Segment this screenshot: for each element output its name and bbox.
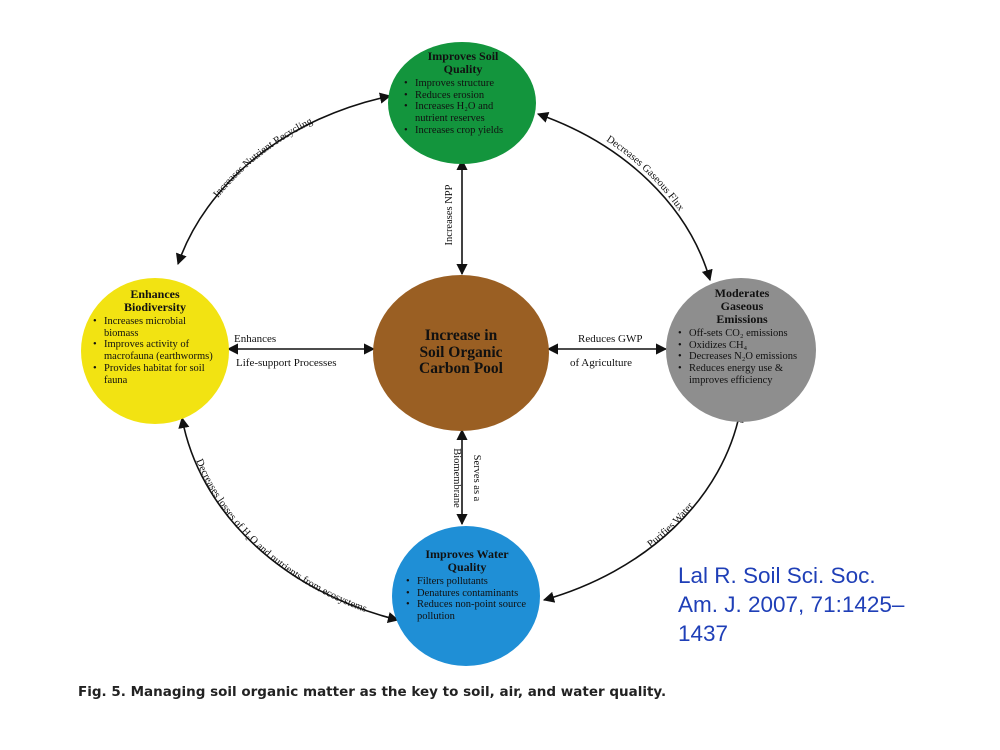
right-title-line2: Gaseous — [720, 298, 764, 313]
right-bullet: Decreases N₂O emissions — [678, 351, 806, 363]
center-title-line1: Increase in — [424, 326, 498, 344]
left-bullet: Provides habitat for soil fauna — [93, 363, 217, 387]
arc-top-left — [176, 92, 392, 266]
arc-top-right — [536, 112, 713, 282]
bottom-bullet: Denatures contaminants — [406, 588, 528, 600]
left-bullet-list: Increases microbial biomass Improves act… — [93, 316, 217, 387]
bottom-title-line1: Improves Water — [425, 547, 509, 561]
node-top-soil-quality: Improves Soil Quality Improves structure… — [388, 42, 536, 164]
left-bullet: Improves activity of macrofauna (earthwo… — [93, 339, 217, 363]
left-title-line1: Enhances — [130, 287, 180, 301]
bottom-title-line2: Quality — [447, 559, 487, 574]
label-arc-bottom-right-text: Purifies Water — [646, 501, 697, 551]
top-bullet-list: Improves structure Reduces erosion Incre… — [404, 78, 522, 137]
citation: Lal R. Soil Sci. Soc. Am. J. 2007, 71:14… — [678, 562, 968, 648]
right-bullet: Reduces energy use & improves efficiency — [678, 363, 806, 387]
label-center-left-line2: Life-support Processes — [236, 357, 337, 369]
label-center-bottom-line1: Serves as a — [471, 455, 482, 502]
bottom-bullet-list: Filters pollutants Denatures contaminant… — [406, 576, 528, 623]
top-bullet: Reduces erosion — [404, 90, 522, 102]
bottom-bullet: Reduces non-point source pollution — [406, 599, 528, 623]
arc-bottom-right — [542, 410, 744, 603]
figure-caption: Fig. 5. Managing soil organic matter as … — [78, 684, 667, 700]
top-title-line2: Quality — [443, 61, 483, 76]
top-bullet: Increases crop yields — [404, 125, 522, 137]
citation-line: 1437 — [678, 620, 729, 646]
label-arc-top-left-text: Increases Nutrient Recycling — [212, 116, 315, 200]
right-bullet-list: Off-sets CO₂ emissions Oxidizes CH₄ Decr… — [678, 328, 806, 387]
top-bullet: Improves structure — [404, 78, 522, 90]
label-arc-bottom-left-text: Decreases losses of H₂O and nutrients fr… — [193, 457, 368, 615]
node-right-gaseous-emissions: Moderates Gaseous Emissions Off-sets CO₂… — [666, 278, 816, 422]
right-title-line3: Emissions — [716, 311, 768, 326]
label-center-bottom-line2: Biomembrane — [451, 448, 462, 508]
label-arc-top-left: Increases Nutrient Recycling — [212, 116, 315, 200]
label-center-left-line1: Enhances — [234, 333, 277, 345]
label-arc-top-right: Decreases Gaseous Flux — [604, 134, 686, 214]
label-arc-bottom-left: Decreases losses of H₂O and nutrients fr… — [193, 457, 368, 615]
right-title-line1: Moderates — [714, 286, 770, 300]
node-center-soil-carbon: Increase in Soil Organic Carbon Pool — [373, 275, 549, 431]
label-arc-top-right-text: Decreases Gaseous Flux — [604, 134, 686, 214]
node-bottom-water-quality: Improves Water Quality Filters pollutant… — [392, 526, 540, 666]
left-title-line2: Biodiversity — [124, 299, 186, 314]
right-bullet: Oxidizes CH₄ — [678, 340, 806, 352]
center-title-line3: Carbon Pool — [419, 360, 503, 378]
bottom-bullet: Filters pollutants — [406, 576, 528, 588]
right-bullet: Off-sets CO₂ emissions — [678, 328, 806, 340]
left-bullet: Increases microbial biomass — [93, 316, 217, 340]
label-center-right-line1: Reduces GWP — [578, 333, 643, 345]
arc-bottom-left — [178, 416, 400, 624]
top-title-line1: Improves Soil — [427, 49, 499, 63]
label-arc-bottom-right: Purifies Water — [646, 501, 697, 551]
citation-line: Am. J. 2007, 71:1425– — [678, 591, 905, 617]
label-center-top: Increases NPP — [444, 184, 455, 245]
node-left-biodiversity: Enhances Biodiversity Increases microbia… — [81, 278, 229, 424]
center-title-line2: Soil Organic — [419, 343, 503, 361]
label-center-right-line2: of Agriculture — [570, 357, 633, 369]
citation-line: Lal R. Soil Sci. Soc. — [678, 563, 876, 588]
top-bullet: Increases H₂O and nutrient reserves — [404, 101, 522, 125]
